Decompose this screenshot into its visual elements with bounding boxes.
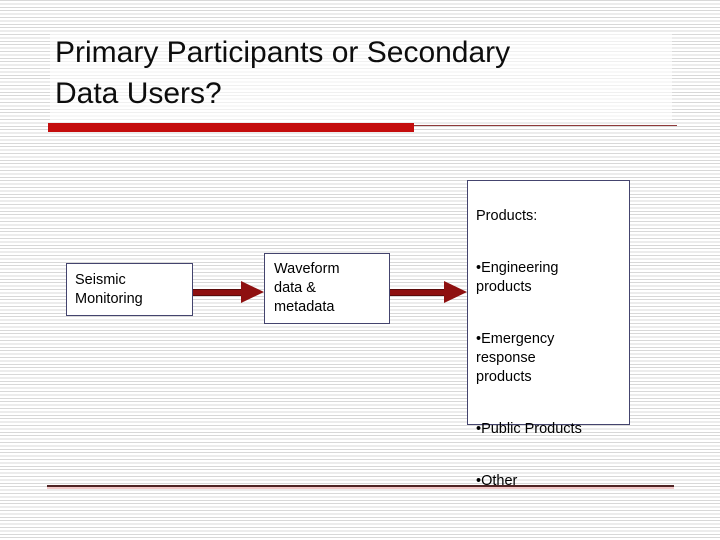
node-seismic-monitoring: Seismic Monitoring	[66, 263, 193, 316]
title-underline-red-bar	[48, 123, 414, 132]
node-waveform-data: Waveform data & metadata	[264, 253, 390, 324]
arrow-2-head	[444, 281, 467, 303]
title-block: Primary Participants or Secondary Data U…	[50, 32, 672, 120]
arrow-2-shaft	[390, 289, 444, 296]
footer-rule-light	[47, 487, 674, 489]
arrow-1-shaft	[193, 289, 241, 296]
node-products: Products: •Engineering products •Emergen…	[467, 180, 630, 489]
footer-rule-dark	[47, 485, 674, 487]
page-title-line-2: Data Users?	[55, 77, 222, 110]
products-heading: Products:	[476, 208, 538, 224]
products-item-engineering: •Engineering products	[476, 260, 559, 295]
arrow-1-head	[241, 281, 264, 303]
products-item-public: •Public Products	[476, 421, 582, 437]
products-item-emergency: •Emergency response products	[476, 331, 555, 385]
page-title-line-1: Primary Participants or Secondary	[55, 36, 511, 69]
